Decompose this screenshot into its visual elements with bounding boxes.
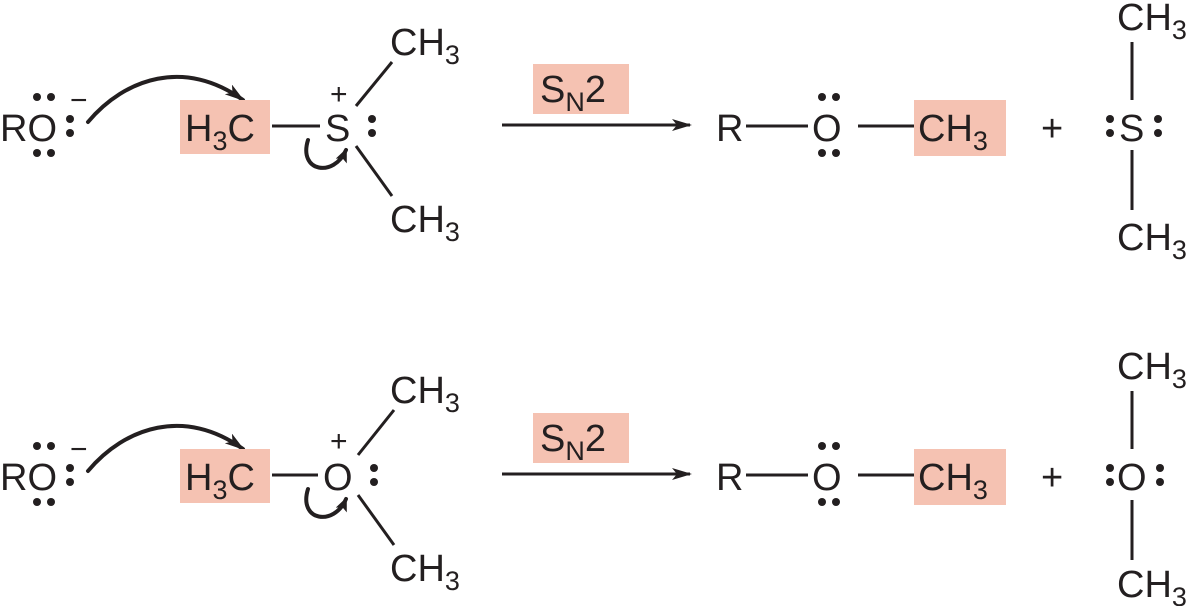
plus-sign: + — [1041, 108, 1063, 150]
reaction-2: RO − H3C O + CH3 CH3 SN2 — [0, 346, 1187, 606]
curved-arrow-nucleophilic-attack — [86, 74, 245, 124]
methyl-top: CH3 — [390, 370, 460, 418]
nucleophile-label: RO — [0, 457, 57, 499]
o-ch3-bond-top — [356, 409, 396, 456]
product-ether: R O CH3 — [716, 93, 1006, 157]
lg-sulfur-atom: S — [1119, 108, 1144, 150]
oxygen-atom: O — [323, 457, 353, 499]
lone-pairs — [33, 93, 74, 157]
sn2-label: SN2 — [540, 69, 606, 117]
lg-methyl-top: CH3 — [1117, 346, 1187, 394]
methyl-bottom: CH3 — [390, 548, 460, 596]
lg-methyl-top: CH3 — [1117, 0, 1187, 45]
methyl-top: CH3 — [390, 22, 460, 70]
reaction-arrow-1: SN2 — [502, 64, 692, 131]
reaction-arrow-2: SN2 — [502, 413, 692, 480]
sn2-label: SN2 — [540, 418, 606, 466]
negative-charge: − — [70, 84, 88, 117]
product-ether: R O CH3 — [716, 442, 1006, 506]
methyl-group: H3C — [185, 457, 255, 505]
leaving-group-dimethyl-sulfide: CH3 S CH3 — [1106, 0, 1187, 265]
methyl-highlight — [180, 100, 270, 154]
lg-methyl-bottom: CH3 — [1117, 217, 1187, 265]
product-methyl: CH3 — [918, 457, 988, 505]
substrate-oxonium: H3C O + CH3 CH3 — [180, 370, 460, 596]
sulfur-atom: S — [325, 108, 350, 150]
s-ch3-bond-bottom — [354, 145, 394, 197]
lg-methyl-bottom: CH3 — [1117, 564, 1187, 606]
r-group: R — [716, 108, 743, 150]
methyl-bottom: CH3 — [390, 199, 460, 247]
oxygen-atom: O — [812, 457, 842, 499]
sn2-highlight — [533, 64, 629, 114]
methyl-group: H3C — [185, 108, 255, 156]
nucleophile-label: RO — [0, 108, 57, 150]
positive-charge: + — [330, 78, 348, 111]
product-methyl-highlight — [914, 100, 1006, 156]
curved-arrow-leaving-group — [304, 487, 348, 519]
substrate-sulfonium: H3C S + CH3 CH3 — [180, 22, 460, 247]
plus-sign: + — [1041, 457, 1063, 499]
o-ch3-bond-bottom — [356, 494, 396, 546]
r-group: R — [716, 457, 743, 499]
oxygen-atom: O — [812, 108, 842, 150]
nucleophile-alkoxide: RO − — [0, 84, 88, 157]
lg-oxygen-atom: O — [1117, 457, 1147, 499]
positive-charge: + — [330, 425, 348, 458]
product-methyl: CH3 — [918, 108, 988, 156]
sn2-highlight — [533, 413, 629, 463]
product-methyl-highlight — [914, 449, 1006, 505]
leaving-group-dimethyl-ether: CH3 O CH3 — [1106, 346, 1187, 606]
lone-pairs — [33, 442, 74, 506]
negative-charge: − — [70, 433, 88, 466]
curved-arrow-nucleophilic-attack — [86, 423, 245, 473]
nucleophile-alkoxide: RO − — [0, 433, 88, 506]
reaction-1: RO − H3C S + CH3 CH3 — [0, 0, 1187, 265]
methyl-highlight — [180, 449, 270, 503]
curved-arrow-leaving-group — [304, 138, 348, 170]
s-ch3-bond-top — [354, 61, 394, 107]
